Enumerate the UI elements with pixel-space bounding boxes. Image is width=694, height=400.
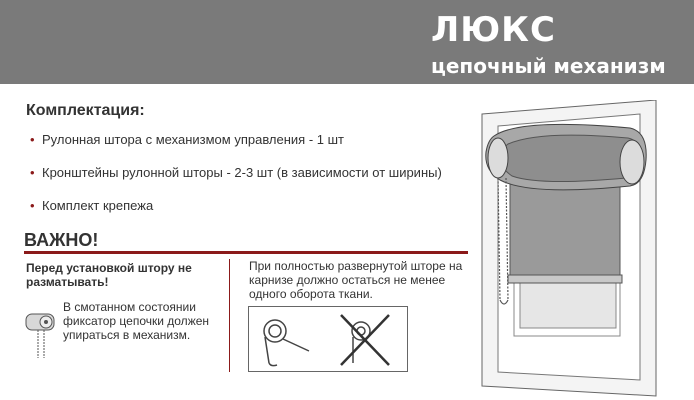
warning-text: В смотанном состоянии фиксатор цепочки д… — [63, 300, 210, 342]
product-title: ЛЮКС — [431, 10, 556, 50]
rolled-blind-icon — [25, 313, 55, 358]
correct-roll-sketch — [263, 319, 310, 367]
warning-heading: Перед установкой штору не разматывать! — [26, 261, 192, 289]
bullet-icon: • — [30, 132, 35, 147]
kit-item: • Комплект крепежа — [30, 198, 442, 231]
important-title: ВАЖНО! — [24, 230, 99, 250]
kit-title: Комплектация: — [26, 102, 145, 119]
kit-item: • Кронштейны рулонной шторы - 2-3 шт (в з… — [30, 165, 442, 198]
fabric-turn-note: При полностью развернутой шторе на карни… — [249, 259, 463, 301]
important-underline — [24, 251, 468, 254]
kit-item-text: Рулонная штора с механизмом управления -… — [42, 132, 345, 147]
window-blind-illustration — [481, 100, 657, 397]
bullet-icon: • — [30, 198, 35, 213]
kit-list: • Рулонная штора с механизмом управления … — [30, 132, 442, 231]
column-divider — [229, 259, 230, 372]
kit-item-text: Комплект крепежа — [42, 198, 154, 213]
kit-item-text: Кронштейны рулонной шторы - 2-3 шт (в за… — [42, 165, 442, 180]
correct-incorrect-sketch — [248, 306, 408, 372]
header-banner: ЛЮКС цепочный механизм — [0, 0, 694, 84]
product-subtitle: цепочный механизм — [431, 54, 666, 78]
kit-item: • Рулонная штора с механизмом управления … — [30, 132, 442, 165]
bullet-icon: • — [30, 165, 35, 180]
incorrect-roll-sketch — [340, 314, 390, 366]
